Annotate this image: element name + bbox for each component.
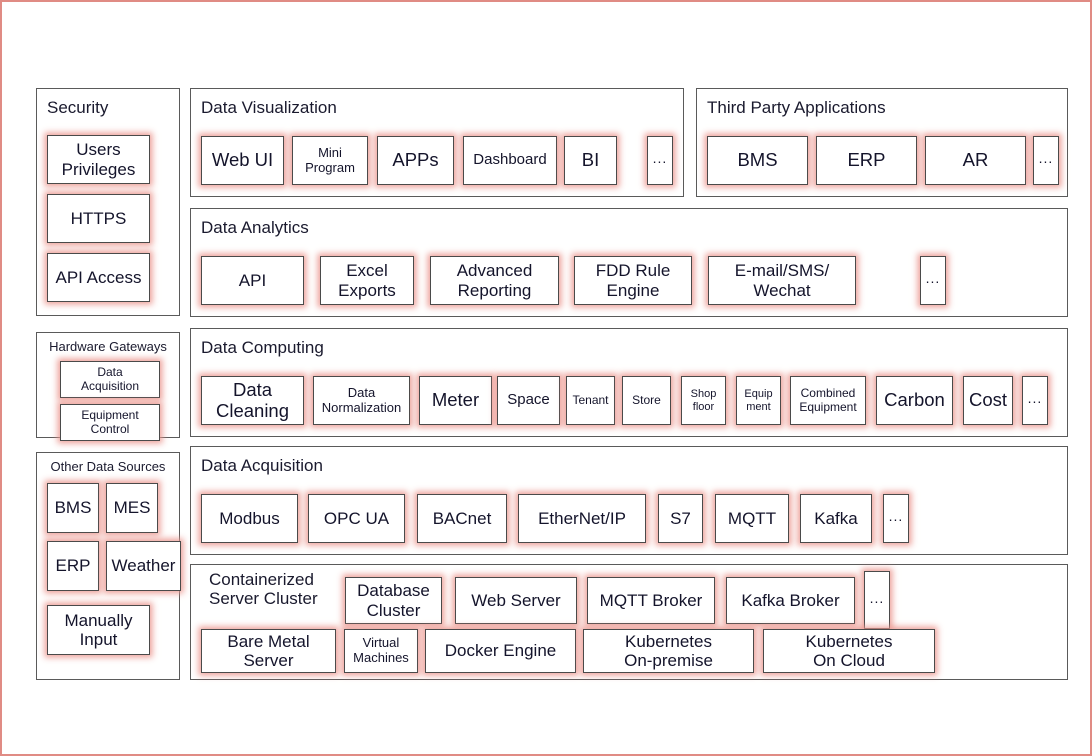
dataviz-item-bi[interactable]: BI	[564, 136, 617, 185]
panel-data-analytics: Data Analytics API Excel Exports Advance…	[190, 208, 1068, 317]
analytics-item-more[interactable]: ...	[920, 256, 946, 305]
acquisition-item-kafka[interactable]: Kafka	[800, 494, 872, 543]
panel-third-party-applications-title: Third Party Applications	[707, 98, 886, 117]
thirdparty-item-bms[interactable]: BMS	[707, 136, 808, 185]
thirdparty-item-ar[interactable]: AR	[925, 136, 1026, 185]
computing-item-data-cleaning[interactable]: Data Cleaning	[201, 376, 304, 425]
datasource-item-erp[interactable]: ERP	[47, 541, 99, 591]
dataviz-item-more[interactable]: ...	[647, 136, 673, 185]
cluster-item-kubernetes-on-premise[interactable]: Kubernetes On-premise	[583, 629, 754, 673]
cluster-item-web-server[interactable]: Web Server	[455, 577, 577, 624]
datasource-item-weather[interactable]: Weather	[106, 541, 181, 591]
computing-item-carbon[interactable]: Carbon	[876, 376, 953, 425]
dataviz-item-web-ui[interactable]: Web UI	[201, 136, 284, 185]
analytics-item-excel-exports[interactable]: Excel Exports	[320, 256, 414, 305]
cluster-item-virtual-machines[interactable]: Virtual Machines	[344, 629, 418, 673]
analytics-item-email-sms-wechat[interactable]: E-mail/SMS/ Wechat	[708, 256, 856, 305]
acquisition-item-more[interactable]: ...	[883, 494, 909, 543]
computing-item-space[interactable]: Space	[497, 376, 560, 425]
cluster-item-bare-metal-server[interactable]: Bare Metal Server	[201, 629, 336, 673]
computing-item-store[interactable]: Store	[622, 376, 671, 425]
panel-data-visualization-title: Data Visualization	[201, 98, 337, 117]
panel-data-visualization: Data Visualization Web UI Mini Program A…	[190, 88, 684, 197]
cluster-item-docker-engine[interactable]: Docker Engine	[425, 629, 576, 673]
panel-third-party-applications: Third Party Applications BMS ERP AR ...	[696, 88, 1068, 197]
cluster-item-more[interactable]: ...	[864, 571, 890, 629]
computing-item-shop-floor[interactable]: Shop floor	[681, 376, 726, 425]
security-item-https[interactable]: HTTPS	[47, 194, 150, 243]
computing-item-meter[interactable]: Meter	[419, 376, 492, 425]
gateway-item-equipment-control[interactable]: Equipment Control	[60, 404, 160, 441]
acquisition-item-s7[interactable]: S7	[658, 494, 703, 543]
panel-containerized-server-cluster: Containerized Server Cluster Database Cl…	[190, 564, 1068, 680]
acquisition-item-opc-ua[interactable]: OPC UA	[308, 494, 405, 543]
panel-data-computing: Data Computing Data Cleaning Data Normal…	[190, 328, 1068, 437]
computing-item-equipment[interactable]: Equip ment	[736, 376, 781, 425]
computing-item-combined-equipment[interactable]: Combined Equipment	[790, 376, 866, 425]
cluster-item-kafka-broker[interactable]: Kafka Broker	[726, 577, 855, 624]
datasource-item-mes[interactable]: MES	[106, 483, 158, 533]
computing-item-data-normalization[interactable]: Data Normalization	[313, 376, 410, 425]
computing-item-cost[interactable]: Cost	[963, 376, 1013, 425]
panel-data-computing-title: Data Computing	[201, 338, 324, 357]
dataviz-item-apps[interactable]: APPs	[377, 136, 454, 185]
acquisition-item-ethernet-ip[interactable]: EtherNet/IP	[518, 494, 646, 543]
datasource-item-manually-input[interactable]: Manually Input	[47, 605, 150, 655]
thirdparty-item-more[interactable]: ...	[1033, 136, 1059, 185]
acquisition-item-mqtt[interactable]: MQTT	[715, 494, 789, 543]
cluster-item-database-cluster[interactable]: Database Cluster	[345, 577, 442, 624]
security-item-api-access[interactable]: API Access	[47, 253, 150, 302]
panel-security: Security Users Privileges HTTPS API Acce…	[36, 88, 180, 316]
panel-hardware-gateways: Hardware Gateways Data Acquisition Equip…	[36, 332, 180, 441]
cluster-item-kubernetes-on-cloud[interactable]: Kubernetes On Cloud	[763, 629, 935, 673]
computing-item-more[interactable]: ...	[1022, 376, 1048, 425]
dataviz-item-mini-program[interactable]: Mini Program	[292, 136, 368, 185]
panel-data-analytics-title: Data Analytics	[201, 218, 309, 237]
analytics-item-fdd-rule-engine[interactable]: FDD Rule Engine	[574, 256, 692, 305]
analytics-item-api[interactable]: API	[201, 256, 304, 305]
panel-data-acquisition-title: Data Acquisition	[201, 456, 323, 475]
acquisition-item-bacnet[interactable]: BACnet	[417, 494, 507, 543]
datasource-item-bms[interactable]: BMS	[47, 483, 99, 533]
cluster-item-mqtt-broker[interactable]: MQTT Broker	[587, 577, 715, 624]
panel-other-data-sources: Other Data Sources BMS MES ERP Weather M…	[36, 452, 181, 680]
thirdparty-item-erp[interactable]: ERP	[816, 136, 917, 185]
gateway-item-data-acquisition[interactable]: Data Acquisition	[60, 361, 160, 398]
dataviz-item-dashboard[interactable]: Dashboard	[463, 136, 557, 185]
panel-hardware-gateways-title: Hardware Gateways	[49, 339, 167, 354]
panel-other-data-sources-title: Other Data Sources	[50, 459, 166, 474]
panel-data-acquisition: Data Acquisition Modbus OPC UA BACnet Et…	[190, 446, 1068, 555]
analytics-item-advanced-reporting[interactable]: Advanced Reporting	[430, 256, 559, 305]
acquisition-item-modbus[interactable]: Modbus	[201, 494, 298, 543]
security-item-users-privileges[interactable]: Users Privileges	[47, 135, 150, 184]
panel-security-title: Security	[47, 98, 109, 117]
computing-item-tenant[interactable]: Tenant	[566, 376, 615, 425]
panel-containerized-server-cluster-title: Containerized Server Cluster	[209, 570, 318, 609]
